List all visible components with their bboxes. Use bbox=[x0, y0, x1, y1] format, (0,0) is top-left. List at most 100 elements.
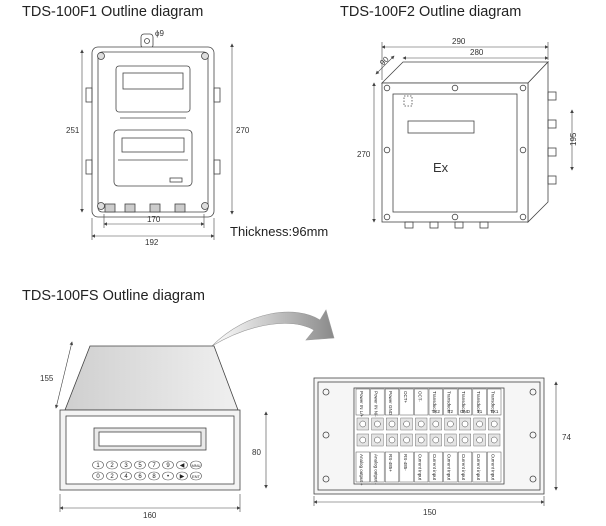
terminal-bottom-label: RS-485+ bbox=[388, 454, 393, 472]
terminal-code: TX2 bbox=[432, 409, 441, 414]
terminal-screw bbox=[461, 420, 469, 428]
keypad-key-label: 4 bbox=[124, 474, 128, 480]
keypad-key-label: 6 bbox=[138, 474, 142, 480]
keypad-key bbox=[190, 471, 202, 481]
terminal-screw bbox=[417, 420, 425, 428]
terminal-top-cell bbox=[472, 388, 487, 416]
f1-bottom-outer-dim: 192 bbox=[145, 238, 159, 247]
terminal-screw bbox=[374, 436, 381, 444]
terminal-bottom-label: Current input bbox=[461, 454, 466, 481]
terminal-top-cell bbox=[457, 388, 473, 416]
fs-height-dim: 80 bbox=[252, 448, 261, 457]
keypad-key-label: 7 bbox=[152, 463, 156, 469]
keypad-key-label: ENT bbox=[192, 474, 201, 479]
f1-drawing bbox=[85, 33, 221, 218]
f2-height-dim: 270 bbox=[357, 150, 371, 159]
terminal-top-label: OCT- bbox=[417, 391, 422, 402]
terminal-top-label: Transducer bbox=[476, 391, 481, 414]
terminal-screw bbox=[388, 436, 396, 444]
fs-rear-width-dim: 150 bbox=[423, 508, 437, 517]
keypad-key bbox=[92, 460, 104, 470]
fs-front-dimensions bbox=[54, 341, 268, 512]
keypad-key-label: 2 bbox=[110, 474, 114, 480]
keypad-key bbox=[92, 471, 104, 481]
terminal-top-cell bbox=[428, 388, 443, 416]
keypad-key bbox=[106, 471, 118, 481]
terminal-code: TX1 bbox=[490, 409, 499, 414]
f2-side-dim: 195 bbox=[569, 132, 578, 146]
terminal-screw bbox=[403, 420, 410, 428]
terminal-screw bbox=[417, 436, 425, 444]
terminal-bottom-cell bbox=[399, 451, 414, 483]
keypad-key bbox=[120, 460, 132, 470]
f2-depth-dim: 90 bbox=[378, 54, 391, 67]
keypad-key bbox=[134, 460, 146, 470]
terminal-top-label: Power GND bbox=[388, 391, 393, 416]
terminal-bottom-label: RS-485- bbox=[403, 454, 408, 471]
keypad-key-label: • bbox=[167, 474, 169, 480]
keypad-key bbox=[162, 471, 174, 481]
f1-height-right-dim: 270 bbox=[236, 126, 250, 135]
terminal-bottom-label: Current input bbox=[432, 454, 437, 481]
terminal-bottom-label: Analog output + bbox=[359, 454, 364, 486]
keypad-key-label: 8 bbox=[152, 474, 156, 480]
keypad-key-label: 9 bbox=[166, 463, 170, 469]
keypad-key-label: 5 bbox=[138, 463, 142, 469]
terminal-screw bbox=[388, 420, 396, 428]
f1-bottom-inner-dim: 170 bbox=[147, 215, 161, 224]
terminal-bottom-label: Current input bbox=[417, 454, 422, 481]
terminal-bottom-cell bbox=[472, 451, 487, 483]
keypad-key bbox=[176, 460, 188, 470]
title-fs: TDS-100FS Outline diagram bbox=[22, 288, 205, 304]
keypad-key-label: MNU bbox=[191, 463, 200, 468]
f2-ex-mark: Ex bbox=[433, 160, 449, 175]
keypad-key bbox=[120, 471, 132, 481]
terminal-top-label: Transducer bbox=[447, 391, 452, 414]
keypad-key bbox=[162, 460, 174, 470]
terminal-top-label: OCT+ bbox=[403, 391, 408, 403]
terminal-top-cell bbox=[370, 388, 385, 416]
terminal-screw bbox=[461, 436, 469, 444]
terminal-bottom-label: Current input bbox=[447, 454, 452, 481]
title-f1: TDS-100F1 Outline diagram bbox=[22, 4, 204, 20]
f2-width-inner-dim: 280 bbox=[470, 48, 484, 57]
fs-rear-height-dim: 74 bbox=[562, 433, 571, 442]
f2-dimensions bbox=[372, 42, 574, 223]
keypad-key bbox=[148, 471, 160, 481]
terminal-top-cell bbox=[399, 388, 414, 416]
terminal-bottom-cell bbox=[428, 451, 443, 483]
keypad-key-label: 2 bbox=[110, 463, 114, 469]
keypad-key-label: 0 bbox=[96, 474, 100, 480]
terminal-bottom-cell bbox=[355, 451, 370, 483]
terminal-top-label: Power IN L/+ bbox=[359, 391, 364, 418]
terminal-top-cell bbox=[355, 388, 370, 416]
thickness-label: Thickness:96mm bbox=[230, 224, 329, 239]
terminal-top-cell bbox=[384, 388, 400, 416]
terminal-screw bbox=[359, 420, 367, 428]
fs-front-drawing bbox=[59, 345, 241, 491]
terminal-screw bbox=[447, 420, 454, 428]
terminal-code: T1 bbox=[477, 409, 483, 414]
terminal-bottom-label: Analog output - bbox=[374, 454, 379, 485]
terminal-screw bbox=[447, 436, 454, 444]
terminal-screw bbox=[432, 420, 440, 428]
f2-drawing bbox=[381, 61, 557, 229]
fs-terminal-block: Power IN L/+ Analog output + Power IN N/- A… bbox=[355, 388, 502, 486]
terminal-screw bbox=[476, 420, 483, 428]
f2-width-outer-dim: 290 bbox=[452, 37, 466, 46]
terminal-bottom-label: Current input bbox=[490, 454, 495, 481]
fs-depth-dim: 155 bbox=[40, 374, 54, 383]
terminal-bottom-cell bbox=[414, 451, 429, 483]
terminal-bottom-cell bbox=[487, 451, 502, 483]
terminal-bottom-label: Current input bbox=[476, 454, 481, 481]
terminal-top-label: Transducer bbox=[490, 391, 495, 414]
terminal-code: GND bbox=[460, 409, 471, 414]
fs-width-dim: 160 bbox=[143, 511, 157, 520]
keypad-key-label: 3 bbox=[124, 463, 128, 469]
keypad-key bbox=[176, 471, 188, 481]
terminal-top-label: Power IN N/- bbox=[374, 391, 379, 417]
